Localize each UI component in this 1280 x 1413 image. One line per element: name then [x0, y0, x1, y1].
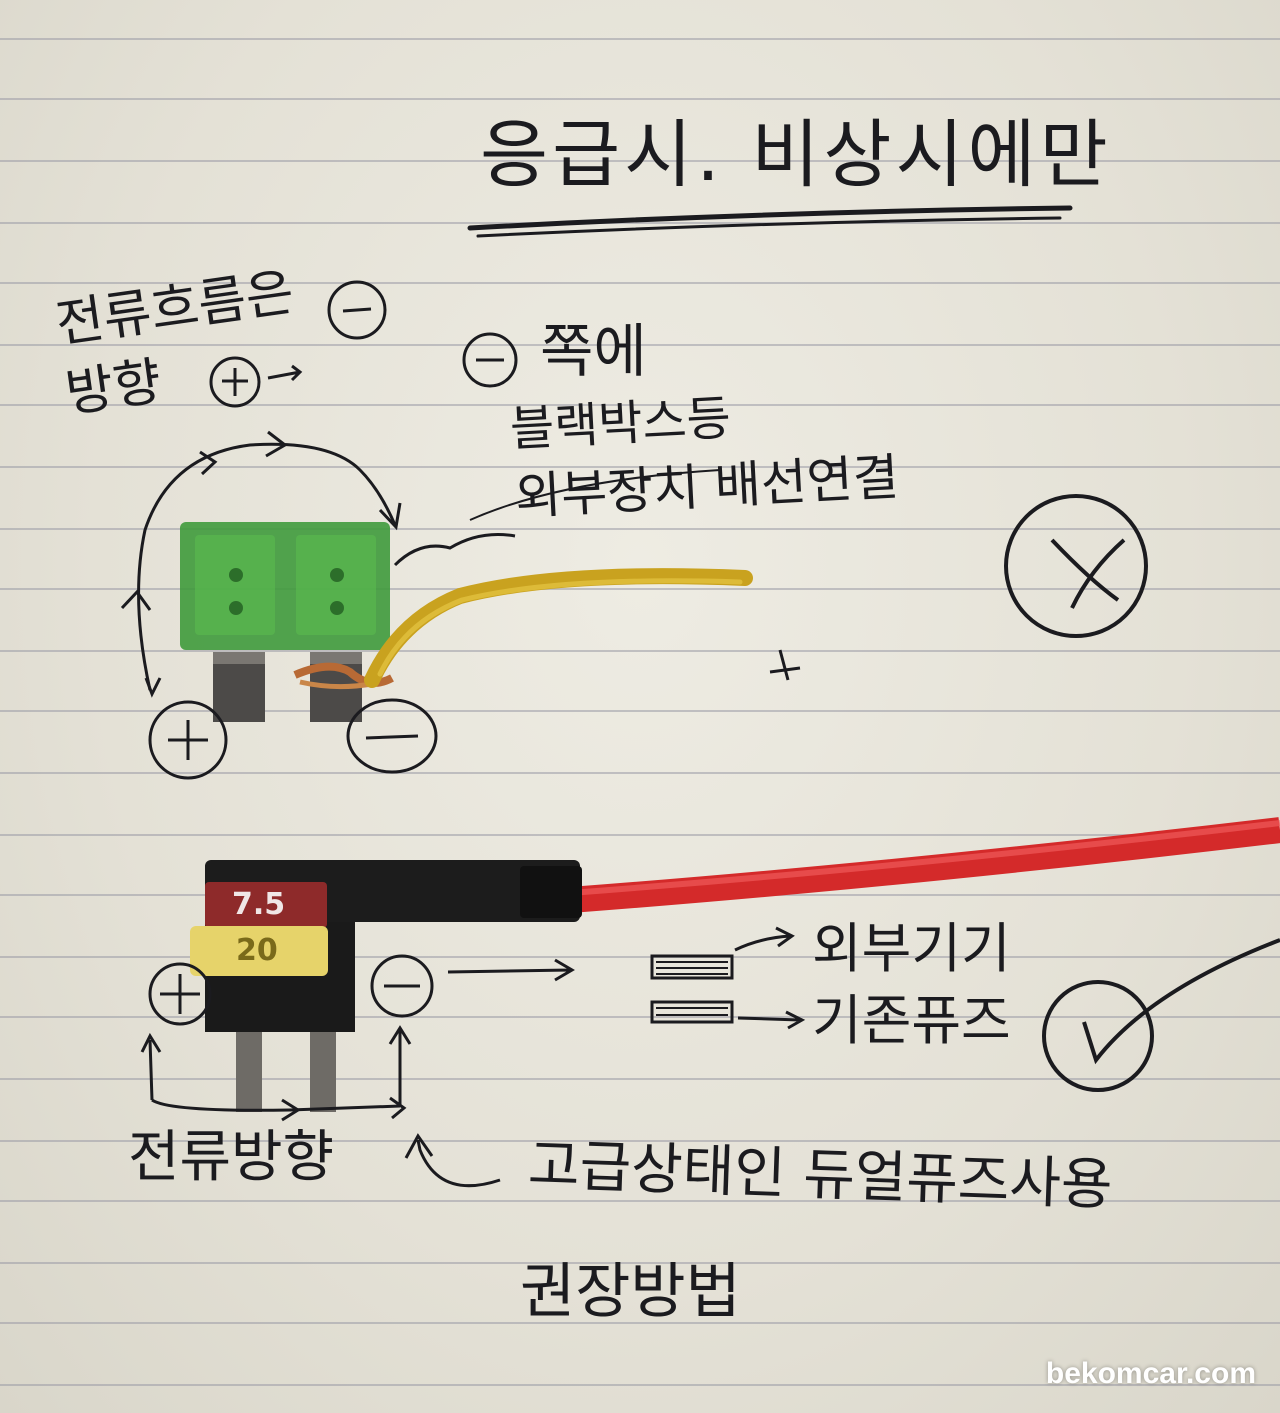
- current-direction-label-bottom: 전류방향: [128, 1125, 335, 1190]
- ruled-line: [0, 528, 1280, 530]
- site-watermark: bekomcar.com: [1045, 1357, 1256, 1390]
- minus-circle: [327, 280, 387, 340]
- arrowhead: [144, 677, 162, 698]
- recommended-method-label: 권장방법: [520, 1257, 741, 1327]
- ruled-line: [0, 588, 1280, 590]
- arrowhead: [199, 450, 218, 476]
- ruled-line: [0, 710, 1280, 712]
- pointer-line: [469, 469, 721, 521]
- curved-pointer: [404, 1133, 501, 1188]
- x-mark: [1050, 538, 1120, 602]
- minus-circle: [462, 332, 518, 388]
- current-flow-arc: [137, 442, 397, 691]
- correct-mark-circle: [1042, 980, 1154, 1092]
- ruled-line: [0, 404, 1280, 406]
- plus-circle: [209, 356, 261, 408]
- check-mark: [1082, 938, 1280, 1065]
- current-bracket: [151, 1098, 401, 1112]
- ruled-line: [0, 1078, 1280, 1080]
- ruled-line: [0, 1200, 1280, 1202]
- plus-circle: [148, 700, 228, 780]
- legend-hatch: [656, 1007, 728, 1016]
- ruled-line: [0, 1384, 1280, 1386]
- ruled-line: [0, 772, 1280, 774]
- ruled-line: [0, 1262, 1280, 1264]
- legend-arrow: [734, 926, 795, 952]
- ruled-line: [0, 222, 1280, 224]
- fuse-value-20: 20: [236, 933, 278, 968]
- ruled-line: [0, 1016, 1280, 1018]
- legend-bar-device: [650, 954, 734, 980]
- fuse-value-7-5: 7.5: [232, 887, 286, 922]
- arrow-right: [447, 958, 575, 982]
- green-blade-fuse: [180, 522, 390, 722]
- x-mark: [1070, 538, 1126, 609]
- arrowhead: [388, 1025, 412, 1106]
- minus-circle: [346, 698, 438, 774]
- red-wire: [569, 817, 1280, 913]
- minus-stroke: [365, 734, 419, 740]
- plus-circle: [148, 962, 212, 1026]
- title-underline: [476, 216, 1062, 238]
- arrowhead: [389, 1096, 407, 1120]
- ruled-line: [0, 282, 1280, 284]
- red-fuse: [205, 882, 327, 928]
- current-bracket: [140, 1032, 162, 1101]
- minus-side-label: 쪽에: [540, 317, 647, 385]
- wrong-mark-circle: [1004, 494, 1148, 638]
- ruled-line: [0, 1322, 1280, 1324]
- arrowhead: [281, 1098, 301, 1122]
- copper-wire-strands: [299, 679, 373, 690]
- ruled-line: [0, 160, 1280, 162]
- ruled-line: [0, 834, 1280, 836]
- arrowhead: [265, 430, 288, 458]
- legend-hatch: [656, 961, 728, 975]
- small-arrow: [267, 364, 303, 382]
- ruled-line: [0, 38, 1280, 40]
- legend-bar-fuse: [650, 1000, 734, 1024]
- pointer-line: [393, 533, 516, 567]
- minus-circle: [370, 954, 434, 1018]
- red-wire: [569, 820, 1280, 896]
- page-title: 응급시. 비상시에만: [480, 112, 1112, 198]
- pen-mark: [769, 649, 801, 681]
- legend-arrow: [737, 1010, 806, 1030]
- ruled-line: [0, 466, 1280, 468]
- minus-stroke: [342, 307, 372, 313]
- existing-fuse-label: 기존퓨즈: [812, 989, 1011, 1052]
- yellow-wire: [377, 578, 743, 677]
- arrowhead: [378, 502, 402, 531]
- external-device-label: 외부기기: [812, 917, 1011, 980]
- blackbox-label: 블랙박스등: [508, 390, 733, 458]
- ruled-line: [0, 650, 1280, 652]
- arrowhead: [120, 589, 152, 611]
- yellow-wire: [364, 568, 753, 688]
- ruled-line: [0, 344, 1280, 346]
- ruled-line: [0, 1140, 1280, 1142]
- yellow-fuse: [190, 926, 328, 976]
- ruled-line: [0, 98, 1280, 100]
- ruled-line: [0, 956, 1280, 958]
- title-underline: [467, 205, 1073, 231]
